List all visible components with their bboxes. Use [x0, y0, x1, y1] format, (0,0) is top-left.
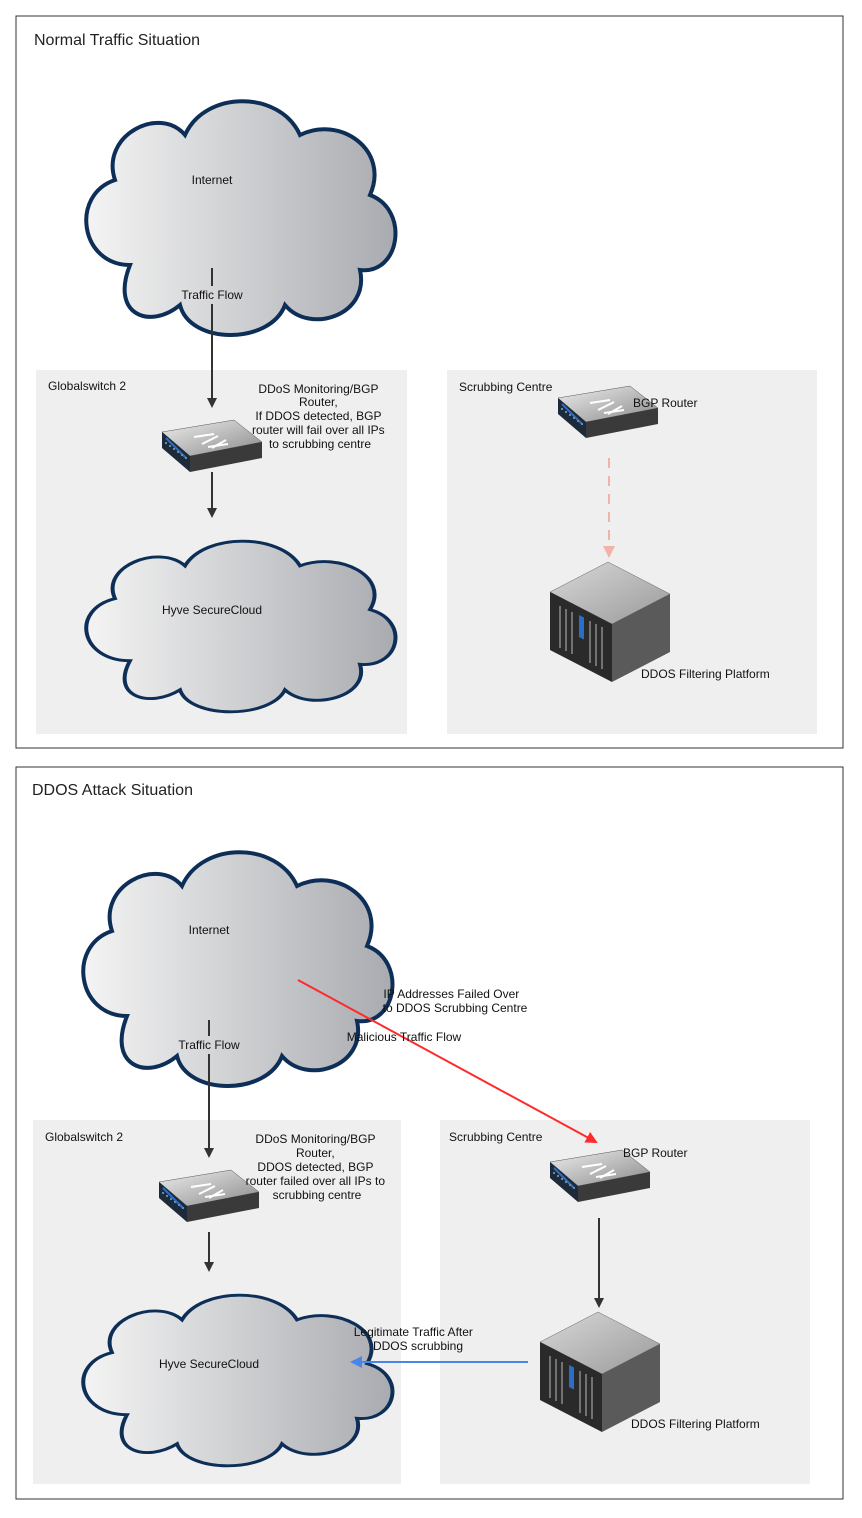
panel-title: Normal Traffic Situation: [34, 32, 200, 49]
zone-globalswitch-label: Globalswitch 2: [48, 379, 126, 393]
securecloud-cloud: [81, 1293, 395, 1468]
malicious-traffic-label: Malicious Traffic Flow: [347, 1030, 462, 1044]
panel-normal-traffic: Normal Traffic Situation Internet Global…: [15, 15, 844, 749]
malicious-traffic-arrow: [297, 979, 598, 1143]
panel-ddos-attack: DDOS Attack Situation Internet Globalswi…: [15, 766, 844, 1500]
zone-scrubbing-centre: [447, 370, 817, 734]
zone-globalswitch-label: Globalswitch 2: [45, 1130, 123, 1144]
bgp-router-label: BGP Router: [633, 396, 697, 410]
panel-title: DDOS Attack Situation: [32, 782, 193, 799]
filter-platform-label: DDOS Filtering Platform: [631, 1417, 760, 1431]
filter-platform-label: DDOS Filtering Platform: [641, 667, 770, 681]
internet-label: Internet: [192, 173, 233, 187]
zone-scrubbing-label: Scrubbing Centre: [449, 1130, 543, 1144]
traffic-flow-label: Traffic Flow: [178, 1038, 240, 1052]
traffic-flow-label: Traffic Flow: [181, 288, 243, 302]
failover-note: IP Addresses Failed Over to DDOS Scrubbi…: [383, 987, 528, 1015]
zone-scrubbing-label: Scrubbing Centre: [459, 380, 553, 394]
router-note: DDoS Monitoring/BGP Router, DDOS detecte…: [246, 1132, 389, 1202]
internet-label: Internet: [189, 923, 230, 937]
legit-traffic-note: Legitimate Traffic After DDOS scrubbing: [354, 1325, 477, 1353]
router-note: DDoS Monitoring/BGP Router, If DDOS dete…: [252, 382, 388, 451]
securecloud-label: Hyve SecureCloud: [162, 603, 262, 617]
bgp-router-label: BGP Router: [623, 1146, 687, 1160]
securecloud-cloud: [84, 539, 398, 714]
securecloud-label: Hyve SecureCloud: [159, 1357, 259, 1371]
